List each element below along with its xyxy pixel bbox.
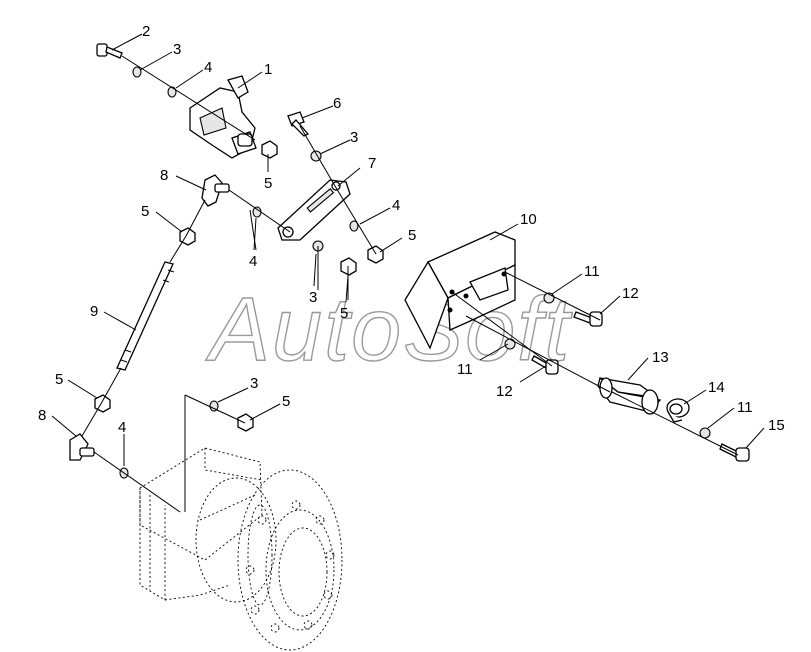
callout-5: 5 bbox=[340, 305, 348, 322]
axle-housing-outline bbox=[139, 447, 343, 651]
callout-4: 4 bbox=[249, 253, 257, 270]
tube-part-13 bbox=[597, 376, 662, 415]
callout-11: 11 bbox=[584, 263, 600, 280]
callout-5: 5 bbox=[408, 227, 416, 244]
rod-end-part-8-lower bbox=[69, 433, 95, 461]
callout-5: 5 bbox=[264, 175, 272, 192]
callout-8: 8 bbox=[38, 407, 46, 424]
rod-end-part-8-upper bbox=[201, 174, 230, 207]
callout-9: 9 bbox=[90, 303, 98, 320]
screw-part-12-upper bbox=[573, 311, 603, 327]
callout-3: 3 bbox=[350, 129, 358, 146]
callout-1: 1 bbox=[264, 61, 272, 78]
callout-labels: 1 2 3 4 5 6 3 7 4 5 8 5 4 3 5 9 5 8 4 3 … bbox=[38, 23, 785, 436]
callout-leaders bbox=[51, 33, 765, 466]
callout-4: 4 bbox=[392, 197, 400, 214]
callout-3: 3 bbox=[173, 41, 181, 58]
actuator-part-1 bbox=[189, 75, 257, 159]
callout-10: 10 bbox=[520, 211, 537, 228]
watermark-text: AutoSoft bbox=[205, 280, 573, 380]
callout-2: 2 bbox=[142, 23, 150, 40]
washer-parts bbox=[119, 66, 711, 479]
callout-3: 3 bbox=[250, 375, 258, 392]
callout-11: 11 bbox=[737, 399, 753, 416]
callout-15: 15 bbox=[768, 417, 785, 434]
callout-4: 4 bbox=[118, 419, 126, 436]
assembly-lines bbox=[81, 55, 739, 513]
callout-5: 5 bbox=[282, 393, 290, 410]
callout-5: 5 bbox=[141, 203, 149, 220]
callout-12: 12 bbox=[496, 383, 513, 400]
lever-part-7 bbox=[277, 179, 351, 241]
callout-8: 8 bbox=[160, 167, 168, 184]
callout-7: 7 bbox=[368, 155, 376, 172]
callout-6: 6 bbox=[333, 95, 341, 112]
screw-part-15 bbox=[719, 443, 750, 462]
callout-11: 11 bbox=[457, 361, 473, 378]
callout-14: 14 bbox=[708, 379, 725, 396]
screw-part-2 bbox=[96, 43, 123, 59]
bracket-part-10 bbox=[404, 231, 516, 350]
rod-part-9 bbox=[116, 261, 175, 371]
callout-5: 5 bbox=[55, 371, 63, 388]
callout-12: 12 bbox=[622, 285, 639, 302]
clamp-part-14 bbox=[666, 398, 690, 423]
callout-4: 4 bbox=[204, 59, 212, 76]
callout-13: 13 bbox=[652, 349, 669, 366]
callout-3: 3 bbox=[309, 289, 317, 306]
screw-part-6 bbox=[287, 111, 310, 137]
